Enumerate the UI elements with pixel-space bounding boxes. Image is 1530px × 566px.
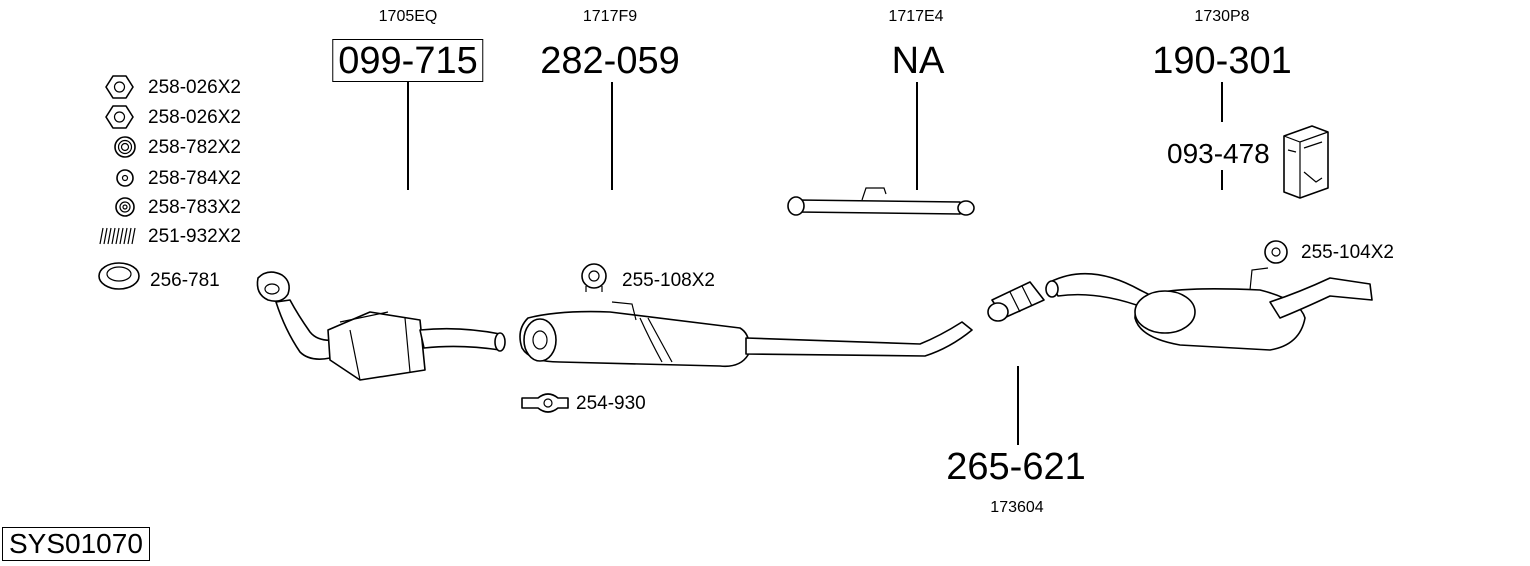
part-number-link[interactable]: NA [891, 40, 945, 82]
oem-code: 1717F9 [582, 8, 638, 25]
mount-rubber-label[interactable]: 255-108X2 [622, 270, 715, 291]
oem-code: 1705EQ [378, 8, 438, 25]
clamp-icon [521, 393, 569, 413]
accessory-label[interactable]: 258-026X2 [148, 77, 241, 98]
clamp-label[interactable]: 254-930 [576, 393, 646, 414]
mount-rubber-icon [581, 263, 607, 292]
gasket-ring-icon [98, 262, 140, 290]
part-number-link[interactable]: 265-621 [946, 446, 1086, 488]
oem-code: 173604 [990, 499, 1044, 516]
catalytic-converter-part [256, 271, 506, 381]
intermediate-pipe-part [787, 187, 975, 216]
ring-icon [115, 197, 135, 217]
oem-code: 1717E4 [888, 8, 944, 25]
part-number-link[interactable]: 099-715 [332, 39, 484, 82]
mounting-kit-box-icon [1283, 125, 1329, 199]
part-number-link[interactable]: 190-301 [1152, 40, 1292, 82]
mount-rubber-icon [1264, 240, 1288, 264]
accessory-label[interactable]: 258-026X2 [148, 107, 241, 128]
accessory-label[interactable]: 258-783X2 [148, 197, 241, 218]
system-code-badge: SYS01070 [2, 527, 150, 561]
oem-code: 1730P8 [1194, 8, 1250, 25]
rear-silencer-part [1045, 267, 1373, 351]
part-number-link[interactable]: 282-059 [540, 40, 680, 82]
connector-sleeve-part [987, 281, 1045, 322]
accessory-label[interactable]: 256-781 [150, 270, 220, 291]
mounting-kit-label[interactable]: 093-478 [1167, 138, 1270, 169]
accessory-label[interactable]: 258-784X2 [148, 168, 241, 189]
mount-rubber-label[interactable]: 255-104X2 [1301, 242, 1394, 263]
hex-nut-icon [105, 75, 134, 99]
flange-nut-icon [114, 136, 136, 158]
accessory-label[interactable]: 251-932X2 [148, 226, 241, 247]
accessory-label[interactable]: 258-782X2 [148, 137, 241, 158]
spring-icon [98, 227, 138, 245]
washer-icon [116, 169, 134, 187]
front-silencer-part [519, 301, 973, 368]
hex-nut-icon [105, 105, 134, 129]
